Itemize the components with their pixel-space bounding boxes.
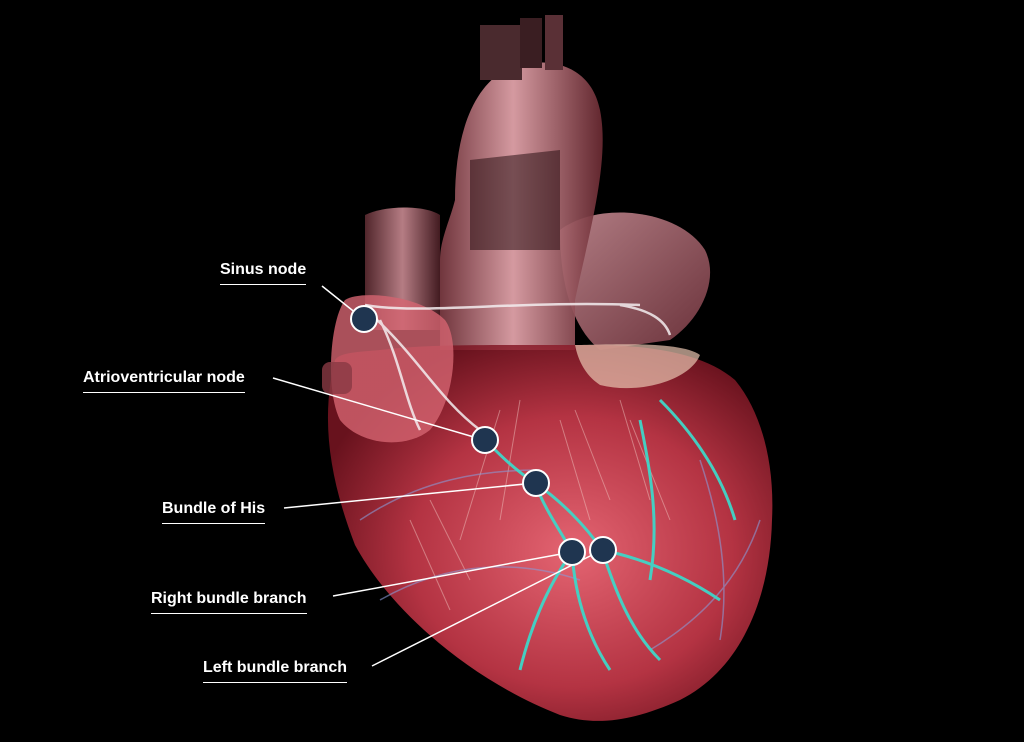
label-bundle-of-his: Bundle of His bbox=[162, 499, 266, 524]
pulmonary-artery bbox=[560, 212, 711, 350]
leader-av-node bbox=[272, 377, 485, 441]
leader-bundle-of-his bbox=[283, 482, 536, 509]
leader-lines bbox=[272, 285, 603, 667]
aortic-branch-1 bbox=[480, 25, 522, 80]
marker-av-node[interactable] bbox=[471, 426, 499, 454]
label-av-node: Atrioventricular node bbox=[83, 368, 245, 393]
marker-left-bundle-branch[interactable] bbox=[589, 536, 617, 564]
aortic-branch-2 bbox=[520, 18, 542, 68]
leader-left-bundle-branch bbox=[371, 549, 603, 667]
leader-right-bundle-branch bbox=[332, 551, 573, 597]
heart-ventricles bbox=[327, 345, 773, 721]
markers bbox=[350, 305, 617, 566]
label-sinus-node: Sinus node bbox=[220, 260, 307, 285]
marker-bundle-of-his[interactable] bbox=[522, 469, 550, 497]
aortic-branch-3 bbox=[545, 15, 563, 70]
marker-sinus-node[interactable] bbox=[350, 305, 378, 333]
marker-right-bundle-branch[interactable] bbox=[558, 538, 586, 566]
inferior-vessel bbox=[322, 362, 352, 394]
aortic-shading bbox=[470, 150, 560, 250]
valve-ring bbox=[575, 344, 700, 389]
label-left-bundle-branch: Left bundle branch bbox=[203, 658, 347, 683]
label-right-bundle-branch: Right bundle branch bbox=[151, 589, 307, 614]
